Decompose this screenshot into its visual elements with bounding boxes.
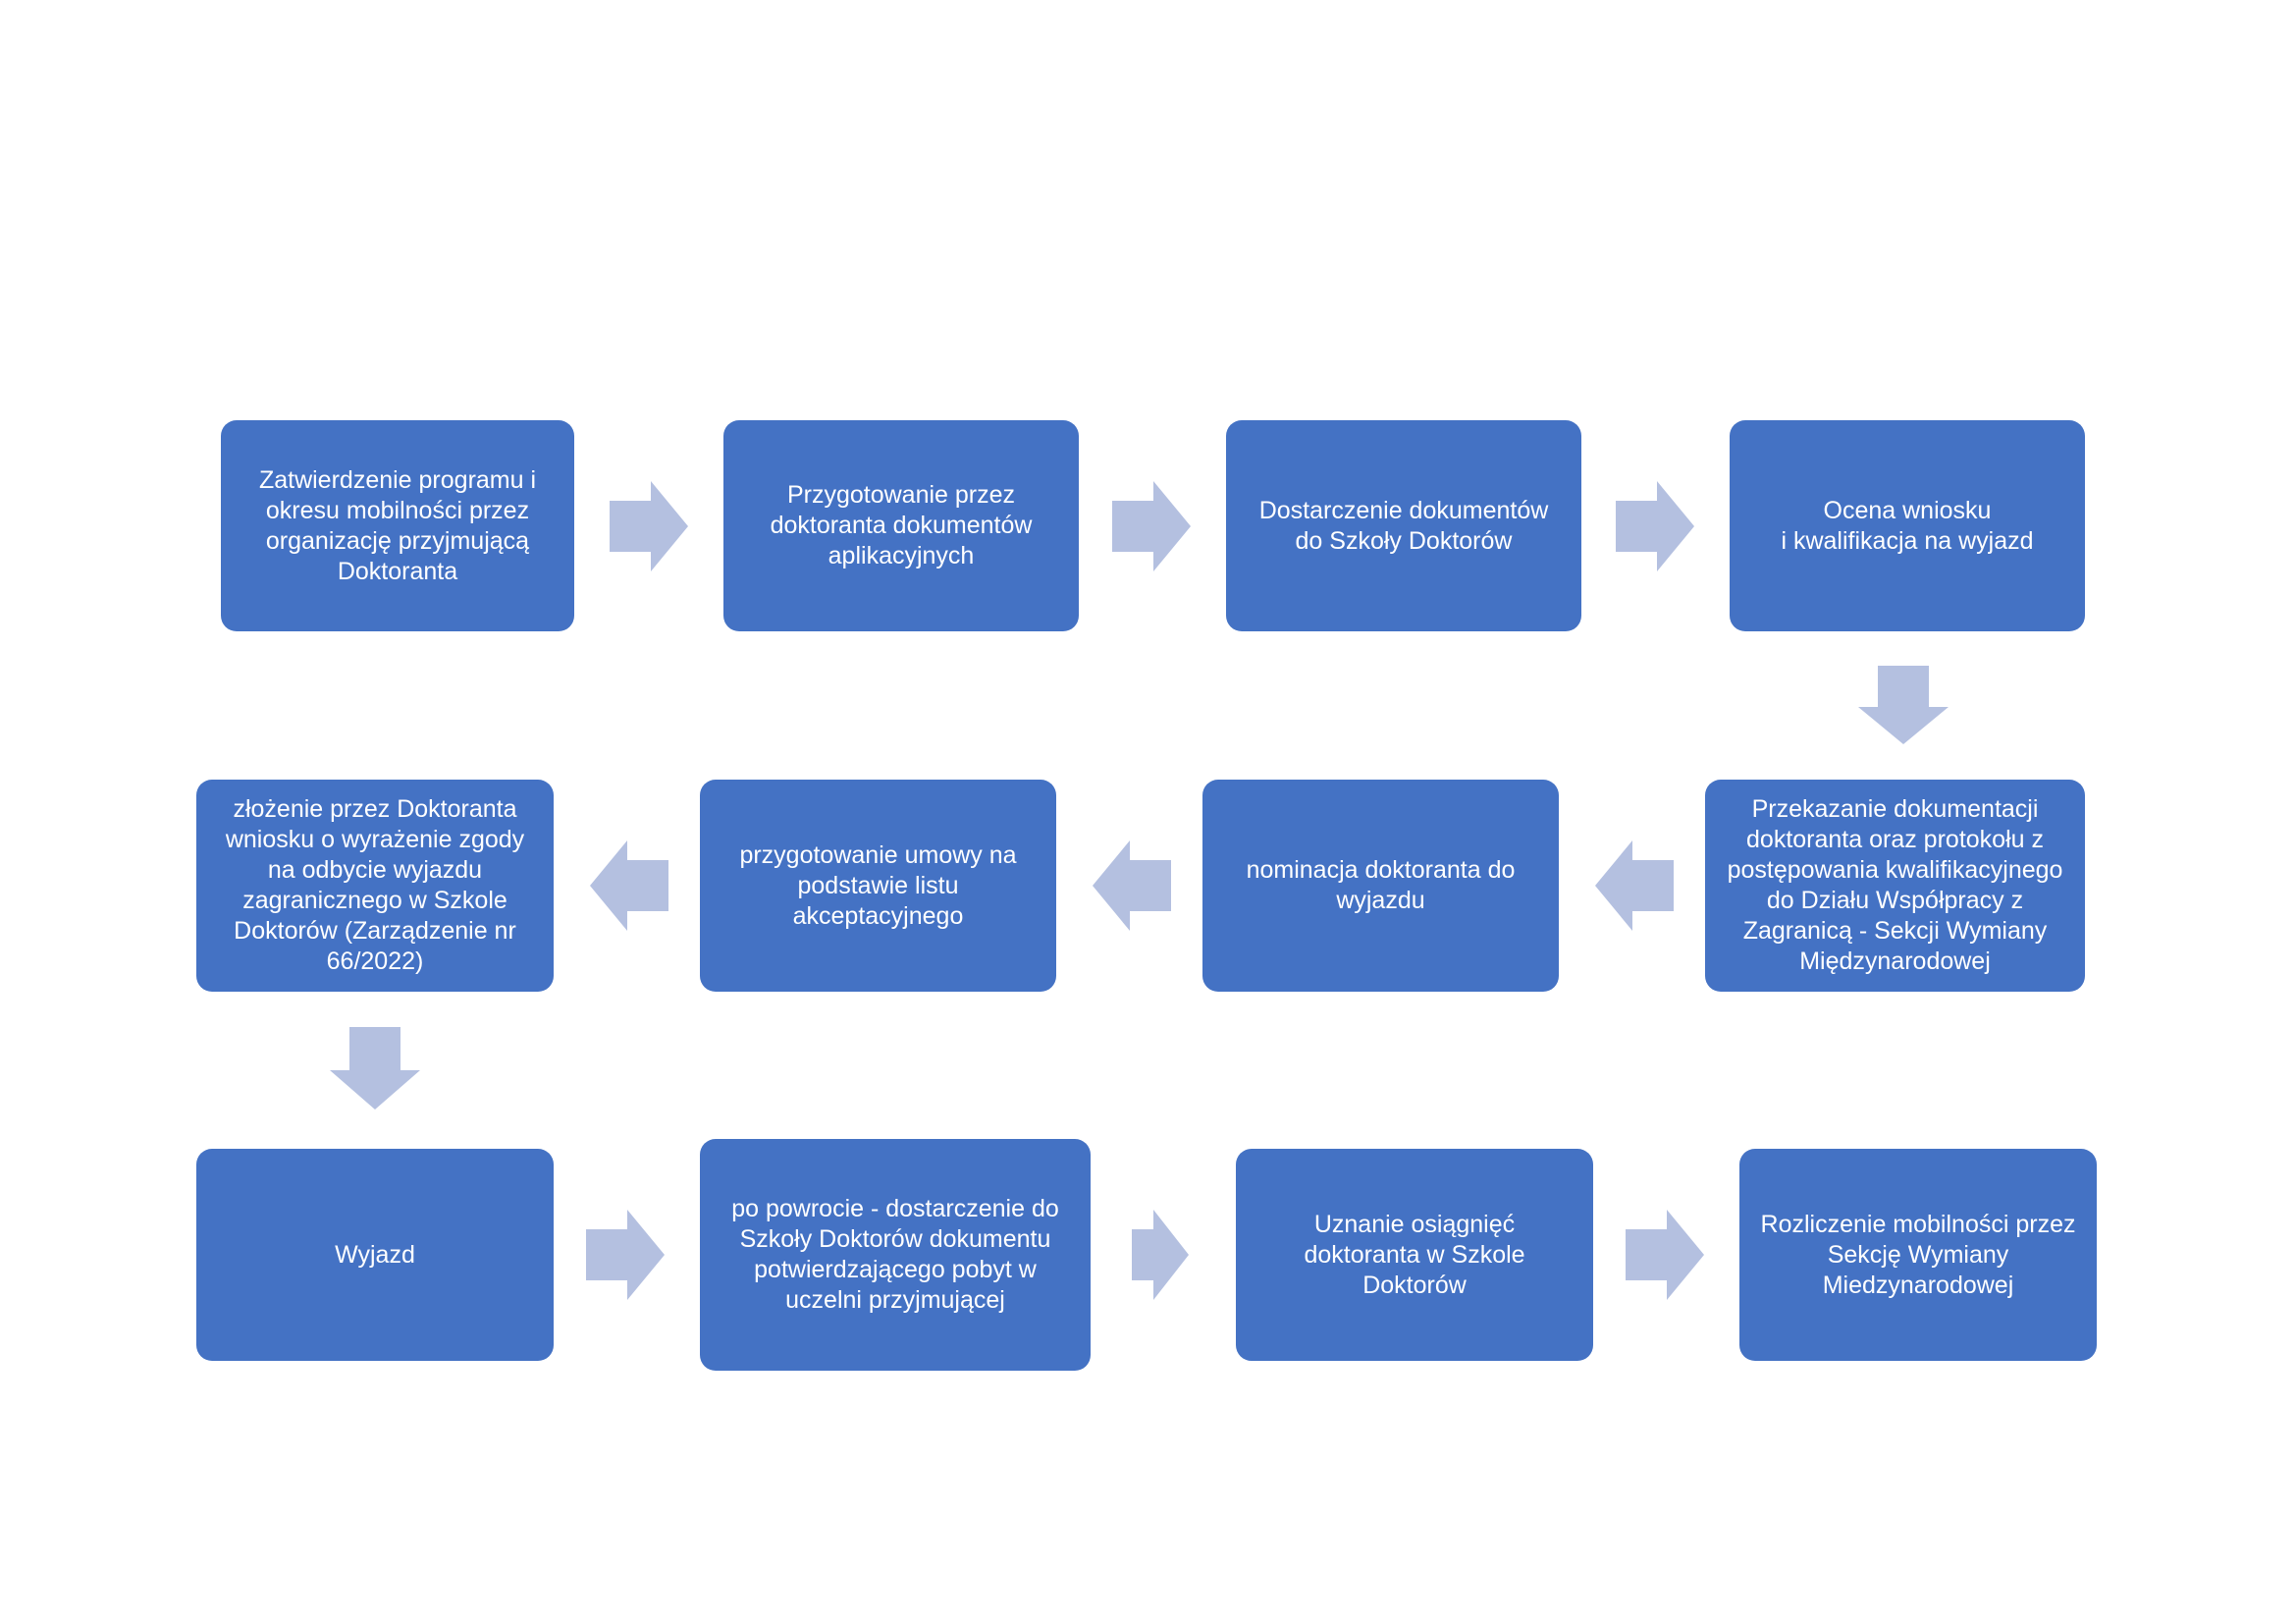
arrow-right-icon — [1616, 481, 1694, 571]
arrow-down-icon — [330, 1027, 420, 1110]
step-6-box: nominacja doktoranta do wyjazdu — [1202, 780, 1559, 992]
step-12-box: Rozliczenie mobilności przez Sekcję Wymi… — [1739, 1149, 2097, 1361]
arrow-left-icon — [590, 840, 668, 931]
arrow-right-icon — [610, 481, 688, 571]
arrow-right-icon — [1132, 1210, 1189, 1300]
step-9-box: Wyjazd — [196, 1149, 554, 1361]
arrow-left-icon — [1595, 840, 1674, 931]
step-7-box: przygotowanie umowy na podstawie listu a… — [700, 780, 1056, 992]
arrow-right-icon — [1626, 1210, 1704, 1300]
step-11-box: Uznanie osiągnięć doktoranta w Szkole Do… — [1236, 1149, 1593, 1361]
step-3-box: Dostarczenie dokumentów do Szkoły Doktor… — [1226, 420, 1581, 631]
arrow-left-icon — [1093, 840, 1171, 931]
step-4-box: Ocena wniosku i kwalifikacja na wyjazd — [1730, 420, 2085, 631]
step-2-box: Przygotowanie przez doktoranta dokumentó… — [723, 420, 1079, 631]
step-1-box: Zatwierdzenie programu i okresu mobilnoś… — [221, 420, 574, 631]
arrow-right-icon — [586, 1210, 665, 1300]
step-5-box: Przekazanie dokumentacji doktoranta oraz… — [1705, 780, 2085, 992]
step-10-box: po powrocie - dostarczenie do Szkoły Dok… — [700, 1139, 1091, 1371]
arrow-right-icon — [1112, 481, 1191, 571]
step-8-box: złożenie przez Doktoranta wniosku o wyra… — [196, 780, 554, 992]
arrow-down-icon — [1858, 666, 1949, 744]
